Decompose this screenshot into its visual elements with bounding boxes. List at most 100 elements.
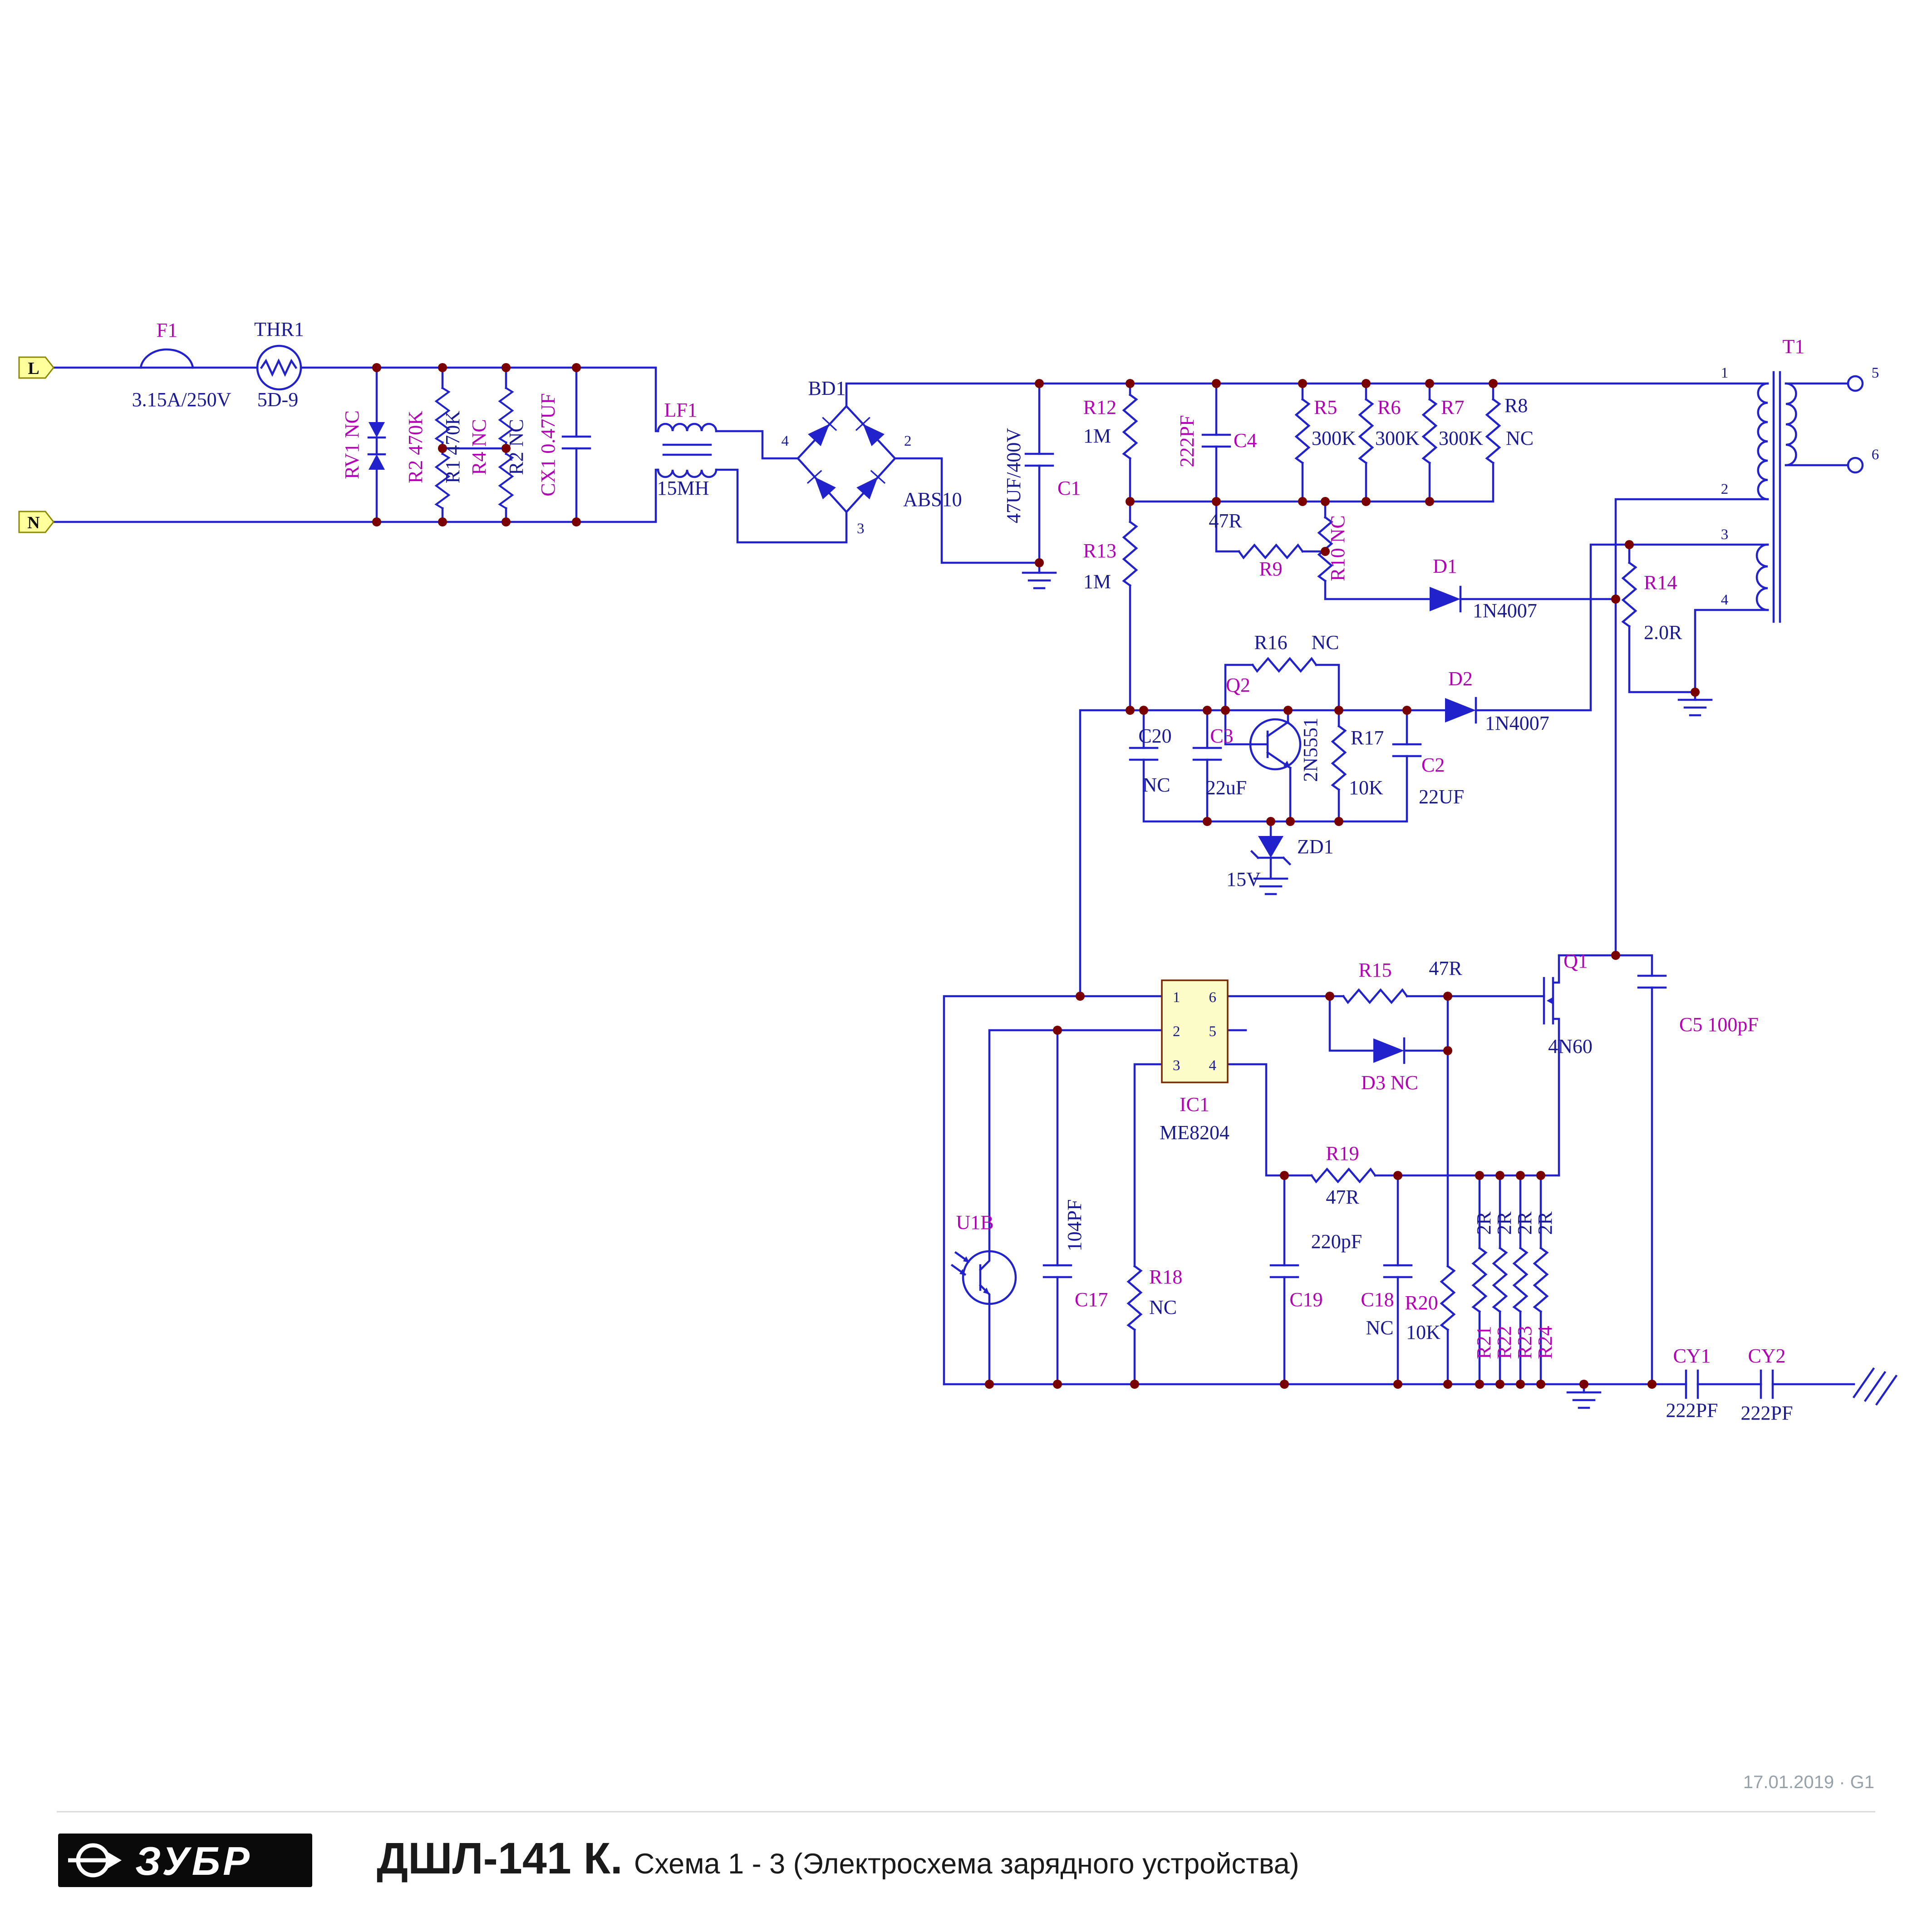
terminal-live-label: L bbox=[28, 359, 39, 378]
d2-value: 1N4007 bbox=[1485, 712, 1549, 734]
r5-value: 300K bbox=[1312, 427, 1356, 449]
optocoupler-u1b bbox=[950, 1250, 1017, 1305]
resistor-r19 bbox=[1312, 1169, 1375, 1182]
r2-top-designator: R2 470K bbox=[404, 411, 427, 483]
r5-designator: R5 bbox=[1314, 396, 1337, 418]
resistor-r14 bbox=[1623, 563, 1636, 626]
r13-value: 1M bbox=[1083, 570, 1111, 593]
r24-value: 2R bbox=[1534, 1211, 1556, 1235]
labels: L N F1 3.15A/250V THR1 5D-9 RV1 NC R2 47… bbox=[27, 318, 1879, 1424]
cy2-value: 222PF bbox=[1741, 1402, 1793, 1424]
r17-designator: R17 bbox=[1351, 727, 1384, 749]
c18-designator: C18 bbox=[1361, 1288, 1394, 1311]
bd1-designator: BD1 bbox=[808, 377, 846, 399]
bd1-pin4: 4 bbox=[782, 433, 789, 449]
c20-value: NC bbox=[1142, 774, 1170, 796]
r19-designator: R19 bbox=[1326, 1142, 1359, 1165]
t1-pin2: 2 bbox=[1721, 481, 1729, 497]
ic1-pin1: 1 bbox=[1173, 989, 1180, 1006]
ic1-pin2: 2 bbox=[1173, 1023, 1180, 1040]
terminal-live bbox=[18, 356, 54, 379]
q1-value: 4N60 bbox=[1548, 1035, 1593, 1057]
resistor-r16 bbox=[1253, 659, 1316, 671]
r8-designator: R8 bbox=[1504, 394, 1528, 417]
zd1-designator: ZD1 bbox=[1297, 836, 1334, 858]
capacitor-c4 bbox=[1203, 435, 1230, 447]
resistor-r9 bbox=[1239, 545, 1303, 558]
r16-designator: R16 bbox=[1254, 631, 1287, 654]
r23-value: 2R bbox=[1514, 1211, 1536, 1235]
capacitor-c18 bbox=[1384, 1265, 1411, 1277]
r18-value: NC bbox=[1149, 1296, 1177, 1318]
transistor-q2 bbox=[1249, 718, 1302, 771]
ic1-pin3: 3 bbox=[1173, 1057, 1180, 1074]
diode-d3 bbox=[1373, 1038, 1404, 1063]
r22-designator: R22 bbox=[1493, 1326, 1515, 1359]
q2-value: 2N5551 bbox=[1299, 718, 1322, 782]
c2-value: 22UF bbox=[1419, 786, 1464, 808]
r15-value: 47R bbox=[1429, 957, 1462, 979]
thr1-designator: THR1 bbox=[254, 318, 304, 340]
r4-designator: R4 NC bbox=[468, 419, 490, 475]
ic1-value: ME8204 bbox=[1160, 1121, 1229, 1144]
d2-designator: D2 bbox=[1448, 668, 1473, 690]
r14-designator: R14 bbox=[1644, 571, 1677, 594]
lf1-designator: LF1 bbox=[664, 399, 697, 421]
zener-zd1 bbox=[1250, 836, 1292, 866]
r20-value: 10K bbox=[1406, 1321, 1440, 1343]
ic1-pin6: 6 bbox=[1209, 989, 1217, 1006]
r22-value: 2R bbox=[1493, 1211, 1515, 1235]
f1-designator: F1 bbox=[157, 319, 177, 341]
ic1-body bbox=[1161, 979, 1229, 1083]
resistor-r20 bbox=[1441, 1266, 1454, 1330]
d1-value: 1N4007 bbox=[1473, 600, 1537, 622]
brand-logo-box bbox=[58, 1834, 312, 1887]
r16-value: NC bbox=[1311, 631, 1339, 654]
resistor-r22 bbox=[1494, 1248, 1506, 1312]
terminal-neutral bbox=[18, 511, 54, 533]
dc-bus-wires bbox=[796, 382, 1849, 957]
capacitor-c17 bbox=[1044, 1265, 1071, 1277]
r6-designator: R6 bbox=[1377, 396, 1401, 418]
diode-d2 bbox=[1445, 698, 1476, 723]
thermistor-body bbox=[260, 358, 298, 377]
brand-logo-icon bbox=[68, 1843, 122, 1878]
capacitor-cy1 bbox=[1686, 1371, 1698, 1398]
lf1-value: 15MH bbox=[657, 477, 709, 499]
r19-value: 47R bbox=[1326, 1186, 1359, 1208]
brand-name: ЗУБР bbox=[135, 1839, 252, 1883]
c19-designator: C19 bbox=[1289, 1288, 1322, 1311]
r9-value: 47R bbox=[1209, 510, 1242, 532]
c3-designator: C3 bbox=[1210, 725, 1233, 747]
r20-designator: R20 bbox=[1405, 1292, 1438, 1314]
r23-designator: R23 bbox=[1514, 1326, 1536, 1359]
rv1-designator: RV1 NC bbox=[341, 410, 363, 479]
cy2-designator: CY2 bbox=[1748, 1345, 1785, 1367]
resistor-r15 bbox=[1343, 990, 1407, 1003]
r17-value: 10K bbox=[1349, 777, 1383, 799]
resistor-r7 bbox=[1423, 399, 1436, 463]
c5-designator: C5 100pF bbox=[1679, 1013, 1759, 1036]
t1-designator: T1 bbox=[1783, 335, 1805, 358]
symbols bbox=[18, 344, 1864, 1408]
u1b-designator: U1B bbox=[956, 1211, 993, 1234]
resistor-r12 bbox=[1124, 395, 1136, 458]
c17-value: 104PF bbox=[1063, 1200, 1086, 1252]
r12-value: 1M bbox=[1083, 425, 1111, 447]
t1-pin5: 5 bbox=[1872, 365, 1879, 381]
cy1-designator: CY1 bbox=[1673, 1345, 1711, 1367]
t1-pin1: 1 bbox=[1721, 365, 1729, 381]
varistor-triangle-bottom bbox=[369, 454, 385, 470]
capacitor-c2 bbox=[1393, 744, 1421, 756]
cy1-value: 222PF bbox=[1666, 1399, 1718, 1421]
junction-dots bbox=[372, 363, 1700, 1389]
capacitor-c20 bbox=[1130, 748, 1157, 760]
r15-designator: R15 bbox=[1358, 959, 1391, 981]
r9-designator: R9 bbox=[1259, 558, 1282, 580]
ic1-pin4: 4 bbox=[1209, 1057, 1217, 1074]
r24-designator: R24 bbox=[1534, 1326, 1556, 1359]
fuse-body bbox=[139, 348, 194, 369]
drawing-title: ДШЛ-141 К.Схема 1 - 3 (Электросхема заря… bbox=[377, 1834, 1299, 1883]
resistor-r13 bbox=[1124, 522, 1136, 585]
capacitor-c1 bbox=[1026, 454, 1053, 466]
